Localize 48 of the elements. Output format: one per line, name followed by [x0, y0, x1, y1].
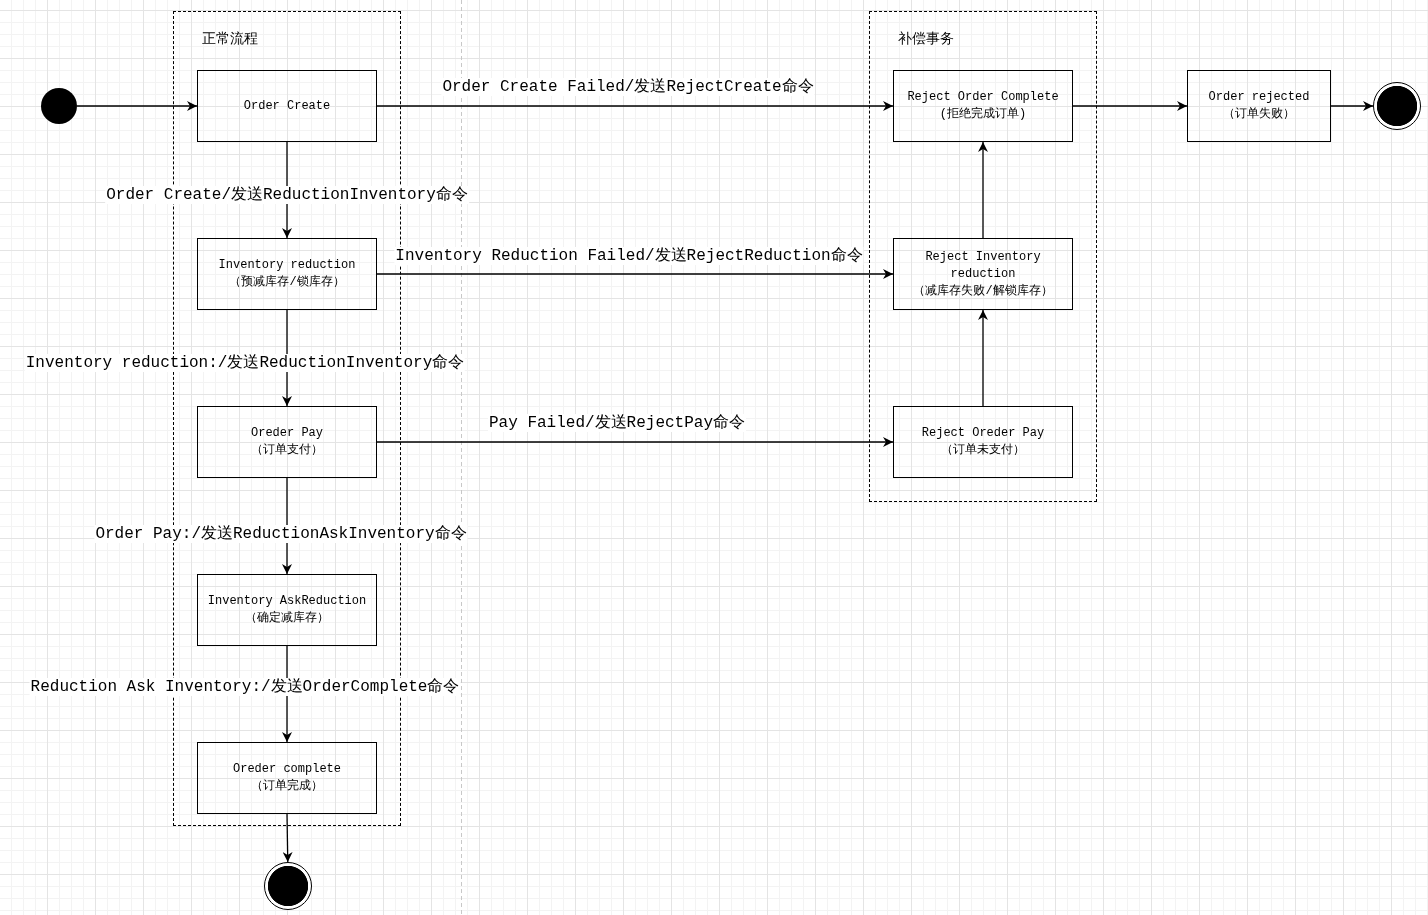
state-name: Inventory reduction: [218, 257, 356, 274]
arrow: [1072, 101, 1188, 111]
end-circle: [1373, 82, 1421, 130]
state-box: [197, 70, 377, 142]
group-title: 补偿事务: [898, 30, 954, 48]
state-note: (拒绝完成订单): [939, 106, 1027, 123]
state-note: （减库存失败/解锁库存）: [913, 282, 1053, 300]
state-note: （订单支付）: [251, 442, 323, 459]
state-box: [197, 574, 377, 646]
state-name: Reject Oreder Pay: [921, 425, 1045, 442]
arrow: [978, 309, 988, 407]
state-note: （订单失败）: [1223, 106, 1295, 123]
state-box: [893, 406, 1073, 478]
state-note: （预减库存/锁库存）: [229, 274, 345, 291]
arrow: [1330, 101, 1374, 111]
state-name: Oreder Pay: [251, 425, 323, 442]
arrow: [376, 269, 894, 279]
start-circle: [41, 88, 77, 124]
state-name: Order rejected: [1208, 89, 1310, 106]
arrow: [376, 437, 894, 447]
group-frame: [869, 11, 1097, 502]
state-name: Inventory AskReduction: [207, 593, 367, 610]
state-name: Reject Inventory reduction: [924, 248, 1042, 283]
state-note: （订单未支付）: [941, 442, 1025, 459]
edge-label: Order Create/发送ReductionInventory命令: [105, 186, 469, 204]
arrow: [76, 101, 198, 111]
edge-label: Order Pay:/发送ReductionAskInventory命令: [94, 525, 468, 543]
state-box: [1187, 70, 1331, 142]
state-name: Order Create: [243, 97, 331, 115]
state-box: [893, 70, 1073, 142]
state-name: Reject Order Complete: [907, 89, 1059, 106]
state-box: [893, 238, 1073, 310]
edge-label: Pay Failed/发送RejectPay命令: [488, 414, 746, 432]
arrow: [282, 813, 293, 863]
arrow: [376, 101, 894, 111]
state-note: （订单完成）: [251, 778, 323, 795]
state-box: [197, 406, 377, 478]
state-note: （确定减库存）: [245, 610, 329, 627]
state-box: [197, 742, 377, 814]
edge-label: Order Create Failed/发送RejectCreate命令: [441, 78, 815, 96]
state-box: [197, 238, 377, 310]
edge-label: Reduction Ask Inventory:/发送OrderComplete命令: [29, 678, 461, 696]
arrow: [978, 141, 988, 239]
state-name: Oreder complete: [233, 761, 341, 778]
end-circle: [264, 862, 312, 910]
group-title: 正常流程: [202, 30, 258, 48]
edge-label: Inventory reduction:/发送ReductionInventory命令: [24, 354, 466, 372]
edge-label: Inventory Reduction Failed/发送RejectReduction命令: [394, 247, 864, 265]
